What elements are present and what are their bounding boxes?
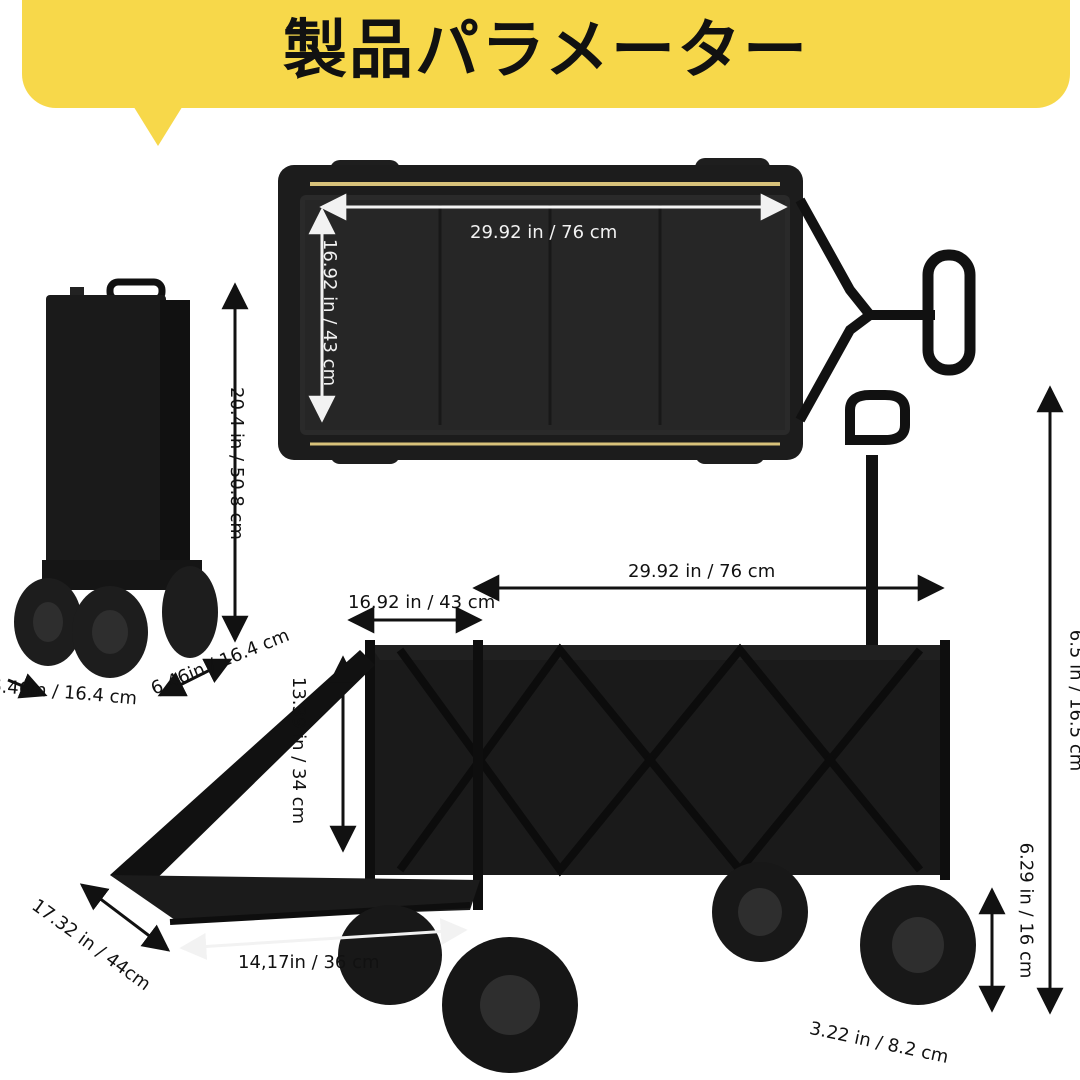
title-banner — [22, 0, 1070, 108]
total-height-label: 6.5 in / 16.5 cm — [1065, 629, 1080, 772]
top-view-width-label: 16.92 in / 43 cm — [319, 238, 341, 387]
tailgate-depth-label: 14,17in / 36 cm — [238, 952, 380, 973]
cart-width-label: 16.92 in / 43 cm — [348, 592, 496, 613]
main-cart — [110, 390, 976, 1073]
top-view-length-label: 29.92 in / 76 cm — [470, 222, 618, 243]
side-height-label: 13.39 in / 34 cm — [288, 676, 310, 825]
page-title: 製品パラメーター — [282, 14, 810, 88]
folded-height-label: 20.4 in / 50.8 cm — [225, 387, 247, 540]
banner-pointer — [132, 104, 184, 146]
cart-length-label: 29.92 in / 76 cm — [628, 561, 776, 582]
top-view-cart — [278, 158, 976, 464]
folded-cart — [14, 278, 218, 678]
wheel-height-label: 6.29 in / 16 cm — [1015, 842, 1037, 979]
dimension-arrows — [7, 193, 1064, 1015]
